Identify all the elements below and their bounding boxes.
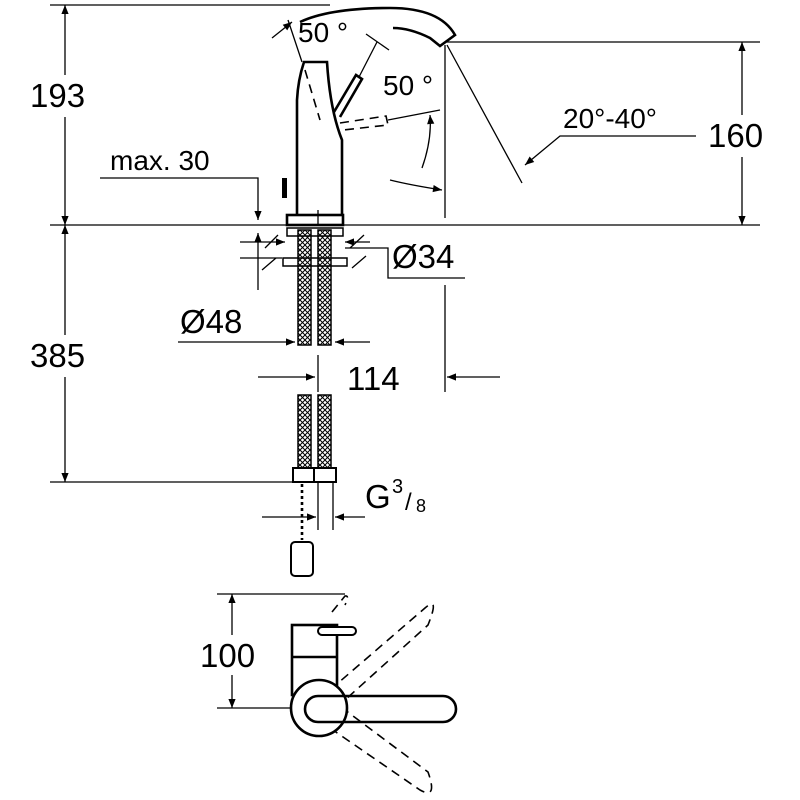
supply-hoses xyxy=(290,229,337,577)
dimension-max-30: max. 30 xyxy=(100,145,262,290)
dimension-193: 193 xyxy=(25,5,105,225)
max-30-label: max. 30 xyxy=(110,145,210,176)
mounting-assembly: Ø34 xyxy=(240,227,465,279)
angle-50-side: 50 ° xyxy=(383,70,443,193)
faucet-side-view xyxy=(282,6,523,227)
thread-slash: / xyxy=(405,489,412,516)
dim-160-label: 160 xyxy=(708,117,763,154)
thread-denominator: 8 xyxy=(416,496,426,516)
dim-193-label: 193 xyxy=(30,77,85,114)
reference-lines xyxy=(50,4,760,483)
thread-g-label: G xyxy=(365,478,391,515)
angle-20-40-label: 20°-40° xyxy=(563,103,657,134)
dimension-diameter-48: Ø48 xyxy=(178,303,370,346)
dim-385-label: 385 xyxy=(30,337,85,374)
angle-20-40: 20°-40° xyxy=(524,103,696,166)
dimension-385: 385 xyxy=(25,225,105,482)
faucet-top-view: 100 xyxy=(195,593,458,794)
dimension-thread: G 3 / 8 xyxy=(262,476,426,521)
hole-diameter-label: Ø34 xyxy=(392,238,454,275)
angle-50-top-label: 50 ° xyxy=(298,17,348,48)
reach-114-label: 114 xyxy=(347,360,400,397)
angle-50-side-label: 50 ° xyxy=(383,70,433,101)
dimension-114: 114 xyxy=(258,285,500,397)
angle-50-top: 50 ° xyxy=(271,17,348,63)
base-diameter-label: Ø48 xyxy=(180,303,242,340)
dimension-160: 160 xyxy=(705,42,777,225)
thread-numerator: 3 xyxy=(392,476,403,498)
top-view-100-label: 100 xyxy=(200,637,255,674)
